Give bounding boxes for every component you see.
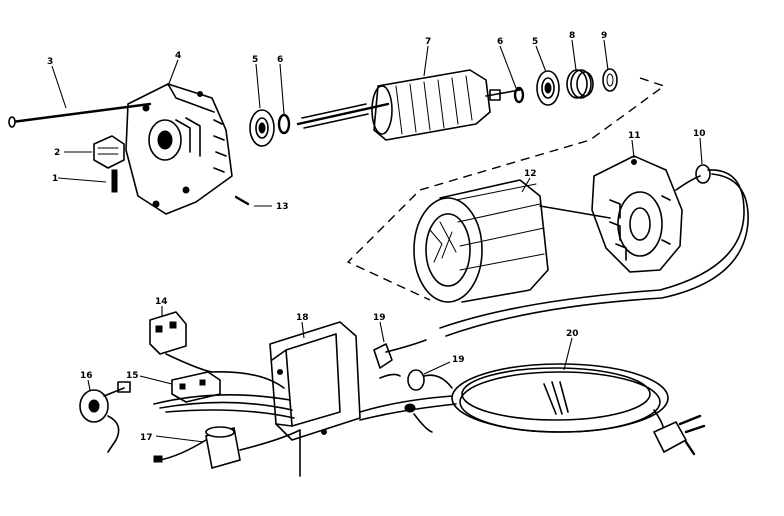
callout-2: 2 xyxy=(54,148,60,158)
part-17-capacitor xyxy=(153,426,241,470)
part-2-bearing-housing xyxy=(93,135,125,169)
part-14-terminal-block xyxy=(149,311,213,373)
part-6-ring-left xyxy=(277,113,291,135)
callout-6-left: 6 xyxy=(277,55,283,65)
part-8-spring-washer xyxy=(566,69,594,99)
callout-4: 4 xyxy=(175,51,181,61)
callout-6-right: 6 xyxy=(497,37,503,47)
callout-3: 3 xyxy=(47,57,53,67)
part-3-through-bolt xyxy=(8,102,152,128)
callout-10: 10 xyxy=(693,129,706,139)
dashed-assembly-outline xyxy=(346,77,666,301)
part-5-bearing-right xyxy=(536,70,560,106)
callout-9: 9 xyxy=(601,31,607,41)
part-6-ring-right xyxy=(513,86,525,104)
callout-12: 12 xyxy=(524,169,537,179)
callout-18: 18 xyxy=(296,313,309,323)
callout-14: 14 xyxy=(155,297,168,307)
callout-19-bottom: 19 xyxy=(452,355,465,365)
part-9-washer xyxy=(602,68,618,92)
callout-16: 16 xyxy=(80,371,93,381)
part-20-line-cord xyxy=(359,363,669,433)
callout-15: 15 xyxy=(126,371,139,381)
callout-5-left: 5 xyxy=(252,55,258,65)
plug xyxy=(652,414,706,456)
part-10-grommet xyxy=(439,164,749,337)
callout-1: 1 xyxy=(52,174,58,184)
part-11-end-bell xyxy=(591,155,683,273)
part-12-stator xyxy=(413,179,611,303)
part-1-screw xyxy=(111,169,118,193)
leader-lines xyxy=(51,39,703,443)
callout-8: 8 xyxy=(569,31,575,41)
callout-7: 7 xyxy=(425,37,431,47)
part-16-protector xyxy=(79,381,131,453)
callout-5-right: 5 xyxy=(532,37,538,47)
callout-17: 17 xyxy=(140,433,153,443)
callout-11: 11 xyxy=(628,131,641,141)
part-19-strain-relief-top xyxy=(373,339,427,379)
part-15-switch xyxy=(171,371,221,403)
part-4-end-bell xyxy=(125,83,233,215)
part-13-screw xyxy=(234,195,250,206)
part-19-strain-relief-bottom xyxy=(404,369,453,433)
part-18-switch-box xyxy=(269,321,361,441)
part-5-bearing-left xyxy=(249,109,275,147)
callout-13: 13 xyxy=(276,202,289,212)
part-7-rotor xyxy=(296,69,521,141)
callout-19-top: 19 xyxy=(373,313,386,323)
callout-20: 20 xyxy=(566,329,579,339)
